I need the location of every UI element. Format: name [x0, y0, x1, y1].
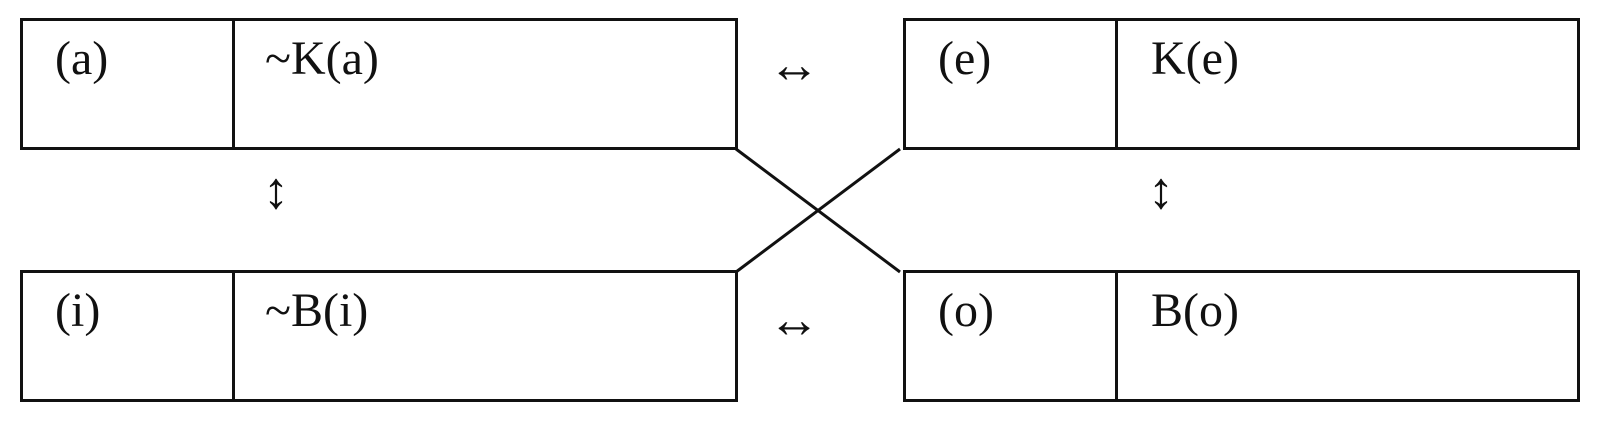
box-a-formula: ~K(a)	[265, 32, 379, 85]
box-e: (e) K(e)	[903, 18, 1580, 150]
bottom-horizontal-arrow: ↔	[768, 292, 820, 349]
box-o: (o) B(o)	[903, 270, 1580, 402]
box-a-divider	[232, 21, 235, 147]
left-vertical-arrow: ↕	[263, 163, 289, 220]
right-vertical-arrow: ↕	[1148, 163, 1174, 220]
box-a-id: (a)	[55, 32, 109, 85]
box-e-formula: K(e)	[1151, 32, 1239, 85]
box-o-formula: B(o)	[1151, 284, 1239, 337]
diagonal-e-to-i	[735, 147, 901, 274]
box-o-id: (o)	[938, 284, 994, 337]
box-i-id: (i)	[55, 284, 101, 337]
box-i: (i) ~B(i)	[20, 270, 738, 402]
box-i-formula: ~B(i)	[265, 284, 369, 337]
box-e-id: (e)	[938, 32, 992, 85]
box-i-divider	[232, 273, 235, 399]
box-e-divider	[1115, 21, 1118, 147]
box-a: (a) ~K(a)	[20, 18, 738, 150]
box-o-divider	[1115, 273, 1118, 399]
top-horizontal-arrow: ↔	[768, 37, 820, 94]
